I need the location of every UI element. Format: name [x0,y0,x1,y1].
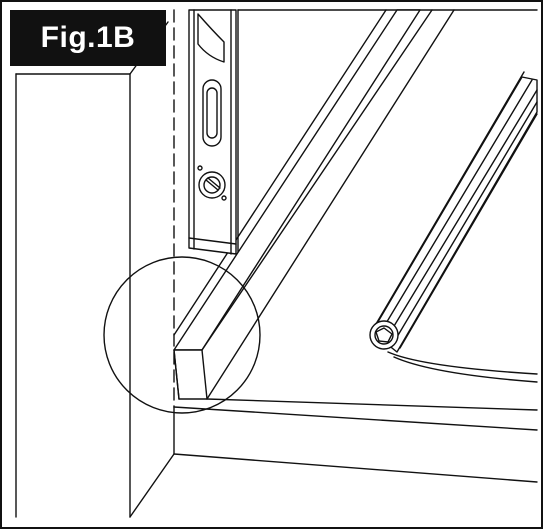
magnified-detail-circle [103,256,261,414]
wall-corner [15,21,175,518]
back-wall-edges [237,9,538,263]
spirit-level [188,9,237,255]
floor-surface [173,398,538,483]
rolled-material [369,71,538,383]
figure-label: Fig.1B [10,10,166,66]
floor-trim-strip [173,9,455,400]
